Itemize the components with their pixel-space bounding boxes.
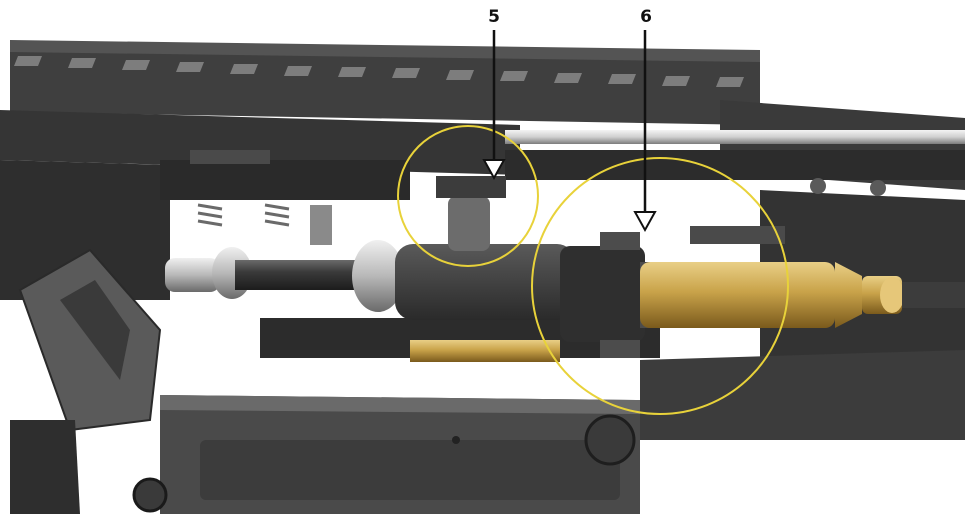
upper-receiver: [0, 40, 760, 300]
gas-tube: [505, 130, 965, 144]
lower-receiver: [160, 350, 965, 514]
bolt-body: [395, 244, 575, 320]
cam-pin: [448, 196, 490, 251]
highlight-circle-6: [531, 157, 789, 415]
callout-label-6: 6: [640, 7, 652, 27]
highlight-circle-5: [397, 125, 539, 267]
bolt-carrier: [165, 176, 785, 362]
charging-handle-area: [10, 248, 168, 514]
callout-label-5: 5: [488, 7, 500, 27]
spring-housing: [160, 150, 410, 245]
cam-pin-head: [436, 176, 506, 198]
callout-arrows: [482, 30, 657, 233]
picatinny-rail-slots: [14, 56, 744, 87]
bolt-ring: [352, 240, 404, 312]
barrel-extension: [690, 226, 785, 244]
barrel: [902, 282, 965, 308]
bolt-head: [560, 246, 645, 342]
spring: [197, 203, 290, 227]
cartridge-in-magazine: [410, 340, 560, 362]
firing-pin-tail: [165, 258, 220, 292]
